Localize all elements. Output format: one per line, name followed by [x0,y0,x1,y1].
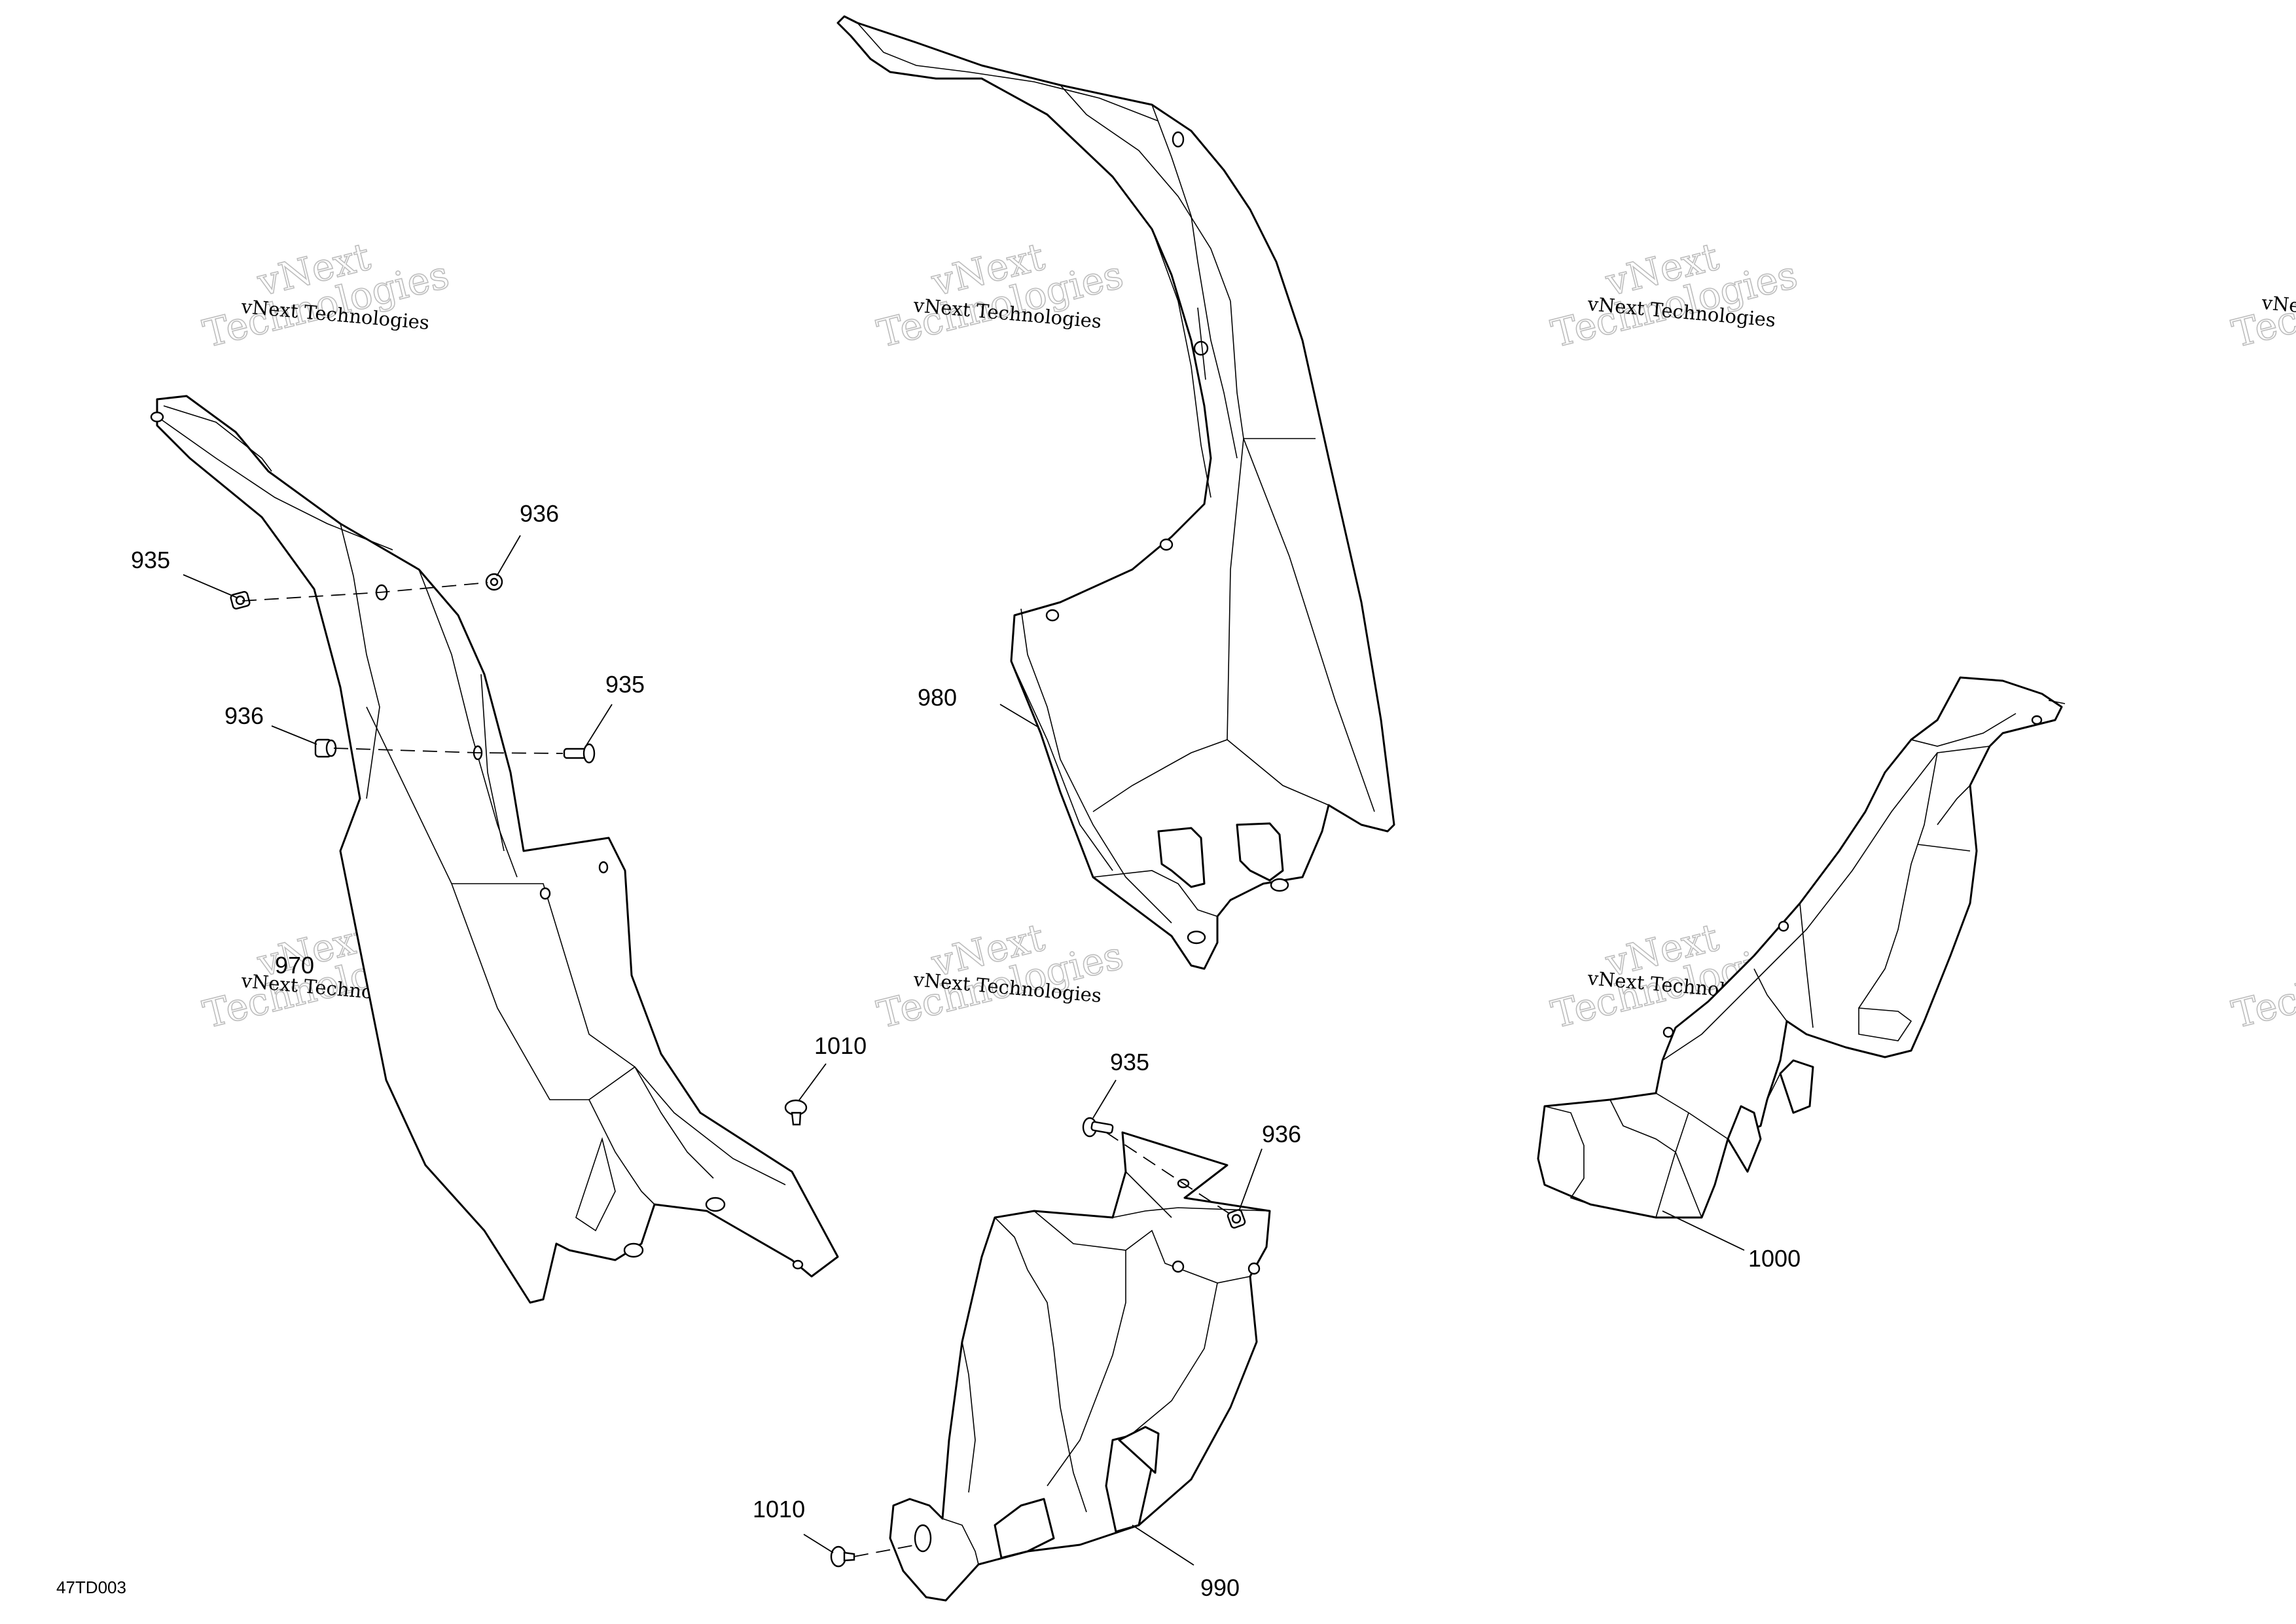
fastener-935-c [1082,1117,1114,1138]
watermark: Technologies vNext [1547,234,1803,357]
watermark: Technologies vNext [872,234,1128,357]
callout-936: 936 [224,702,264,729]
leader-line [1132,1525,1194,1566]
fastener-936-b [314,738,337,758]
callout-936: 936 [1262,1121,1301,1147]
leader-line [1662,1210,1745,1251]
leader-line [999,704,1038,727]
watermark-technologies: Technologies [2228,933,2296,1037]
callout-990: 990 [1200,1574,1240,1601]
fastener-935-a [230,590,251,610]
assembly-line [242,582,488,602]
callout-1010: 1010 [753,1496,805,1523]
assembly-line [1105,1132,1231,1215]
assembly-line [853,1544,917,1557]
callout-1000: 1000 [1748,1245,1801,1272]
callout-935: 935 [605,671,645,698]
leader-line [1238,1148,1263,1212]
panel-980 [836,15,1395,970]
callout-980: 980 [918,684,957,711]
watermark: Technologies vNext [872,914,1128,1038]
callout-1010: 1010 [814,1032,867,1059]
panel-970 [150,395,839,1304]
callout-970: 970 [275,952,314,979]
leader-line [585,704,613,747]
figure-id: 47TD003 [56,1578,126,1597]
fastener-935-b [563,743,596,764]
leader-line [496,535,521,577]
fastener-936-c [1227,1209,1246,1229]
fastener-936-a [485,573,503,591]
callout-935: 935 [1110,1049,1149,1075]
fastener-1010-b [830,1545,855,1568]
watermark: Technologies vNext [198,234,454,357]
callout-935: 935 [131,547,170,573]
leader-line [1092,1079,1117,1119]
panel-990 [889,1131,1271,1602]
leader-line [803,1534,834,1553]
assembly-line [333,748,564,754]
panel-1000 [1537,676,2066,1219]
leader-line [183,574,238,598]
fastener-1010-a [784,1099,808,1126]
watermark: Technologies [2227,932,2296,1037]
callout-936: 936 [520,500,559,527]
leader-line [798,1063,827,1102]
leader-line [271,725,317,745]
